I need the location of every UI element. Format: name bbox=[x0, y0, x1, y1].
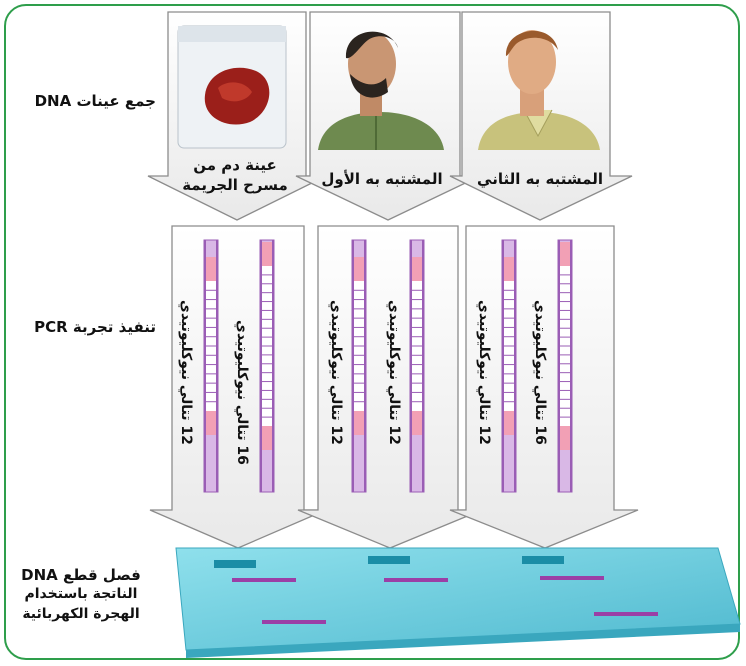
gel-band-crime-short bbox=[232, 578, 296, 582]
gel-well-suspect-2 bbox=[522, 556, 564, 564]
gel-band-suspect-2-long bbox=[594, 612, 658, 616]
pcr-strip-crime-a bbox=[203, 239, 219, 493]
suspect-2-portrait-icon bbox=[478, 30, 600, 150]
step-collect-label: جمع عينات DNA bbox=[34, 92, 156, 110]
pcr-strip-suspect2-a bbox=[501, 239, 517, 493]
strip-label-crime-b: 16 تتالي نيوكليوتيدي bbox=[234, 320, 250, 465]
step-pcr-label: تنفيذ تجربة PCR bbox=[34, 318, 156, 336]
caption-suspect-1: المشتبه به الأول bbox=[321, 170, 443, 188]
electrophoresis-gel bbox=[175, 547, 741, 658]
blood-sample-bag-icon bbox=[177, 25, 287, 149]
lower-arrow-suspect-2 bbox=[449, 225, 639, 549]
step-separate-label-2: الناتجة باستخدام bbox=[24, 586, 138, 602]
suspect-1-portrait-icon bbox=[318, 31, 444, 150]
lower-arrow-suspect-1 bbox=[297, 225, 483, 549]
gel-band-suspect-2-short bbox=[540, 576, 604, 580]
strip-label-suspect2-b: 16 تتالي نيوكليوتيدي bbox=[532, 300, 548, 445]
pcr-strip-suspect1-b bbox=[409, 239, 425, 493]
gel-band-suspect-1 bbox=[384, 578, 448, 582]
lower-arrow-crime bbox=[149, 225, 327, 549]
pcr-arrows bbox=[149, 225, 639, 549]
strip-label-suspect1-a: 12 تتالي نيوكليوتيدي bbox=[328, 300, 344, 445]
pcr-strips bbox=[203, 239, 573, 493]
pcr-strip-suspect2-b bbox=[557, 239, 573, 493]
gel-band-crime-long bbox=[262, 620, 326, 624]
pcr-strip-suspect1-a bbox=[351, 239, 367, 493]
step-separate-label-1: فصل قطع DNA bbox=[21, 566, 141, 584]
strip-label-crime-a: 12 تتالي نيوكليوتيدي bbox=[178, 300, 194, 445]
caption-crime-line-2: مسرح الجريمة bbox=[182, 176, 288, 194]
step-separate-label-3: الهجرة الكهربائية bbox=[22, 606, 140, 622]
caption-suspect-2: المشتبه به الثاني bbox=[477, 170, 603, 188]
pcr-strip-crime-b bbox=[259, 239, 275, 493]
strip-label-suspect1-b: 12 تتالي نيوكليوتيدي bbox=[386, 300, 402, 445]
gel-well-suspect-1 bbox=[368, 556, 410, 564]
strip-label-suspect2-a: 12 تتالي نيوكليوتيدي bbox=[476, 300, 492, 445]
gel-well-crime bbox=[214, 560, 256, 568]
diagram-frame bbox=[4, 4, 740, 660]
caption-crime-line-1: عينة دم من bbox=[193, 156, 277, 174]
